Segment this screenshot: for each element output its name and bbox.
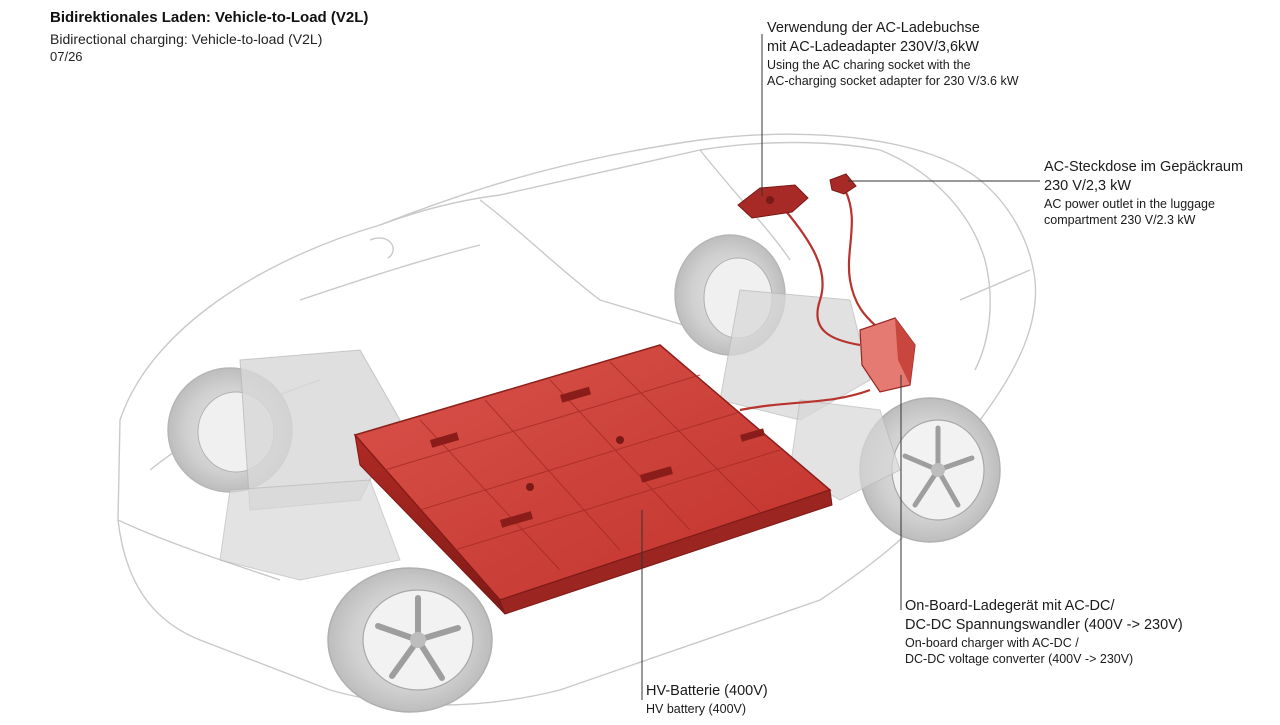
callout-de-line: AC-Steckdose im Gepäckraum: [1044, 159, 1244, 175]
callout-ac-power-outlet: AC-Steckdose im Gepäckraum 230 V/2,3 kW …: [1044, 158, 1243, 228]
callout-de-line: DC-DC Spannungswandler (400V -> 230V): [905, 617, 1183, 633]
callout-de-line: mit AC-Ladeadapter 230V/3,6kW: [767, 39, 979, 55]
hv-battery: [353, 344, 833, 615]
callout-en-line: On-board charger with AC-DC /: [905, 636, 1079, 650]
front-left-wheel: [327, 567, 493, 713]
callout-de-line: Verwendung der AC-Ladebuchse: [767, 20, 980, 36]
callout-en-line: AC-charging socket adapter for 230 V/3.6…: [767, 74, 1019, 88]
callout-ac-charging-socket: Verwendung der AC-Ladebuchse mit AC-Lade…: [767, 19, 1019, 89]
page-number: 07/26: [50, 49, 83, 64]
callout-hv-battery: HV-Batterie (400V) HV battery (400V): [646, 682, 768, 717]
ac-power-outlet: [829, 173, 857, 195]
callout-de-line: HV-Batterie (400V): [646, 683, 768, 699]
callout-en-line: AC power outlet in the luggage: [1044, 197, 1215, 211]
callout-de-line: On-Board-Ladegerät mit AC-DC/: [905, 598, 1115, 614]
callout-en-line: Using the AC charing socket with the: [767, 58, 971, 72]
hv-cables: [739, 189, 881, 412]
ac-charging-socket: [737, 184, 809, 219]
leader-lines: [641, 34, 1040, 700]
callout-en-line: DC-DC voltage converter (400V -> 230V): [905, 652, 1134, 666]
chassis-mechanics: [219, 289, 901, 581]
callout-en-line: compartment 230 V/2.3 kW: [1044, 213, 1196, 227]
callout-onboard-charger: On-Board-Ladegerät mit AC-DC/ DC-DC Span…: [905, 597, 1183, 667]
onboard-charger: [859, 317, 916, 393]
rear-left-wheel: [859, 397, 1001, 543]
page-title: Bidirektionales Laden: Vehicle-to-Load (…: [50, 9, 369, 26]
callout-en-line: HV battery (400V): [646, 702, 747, 716]
callout-de-line: 230 V/2,3 kW: [1044, 178, 1132, 194]
page-subtitle: Bidirectional charging: Vehicle-to-load …: [50, 31, 323, 47]
